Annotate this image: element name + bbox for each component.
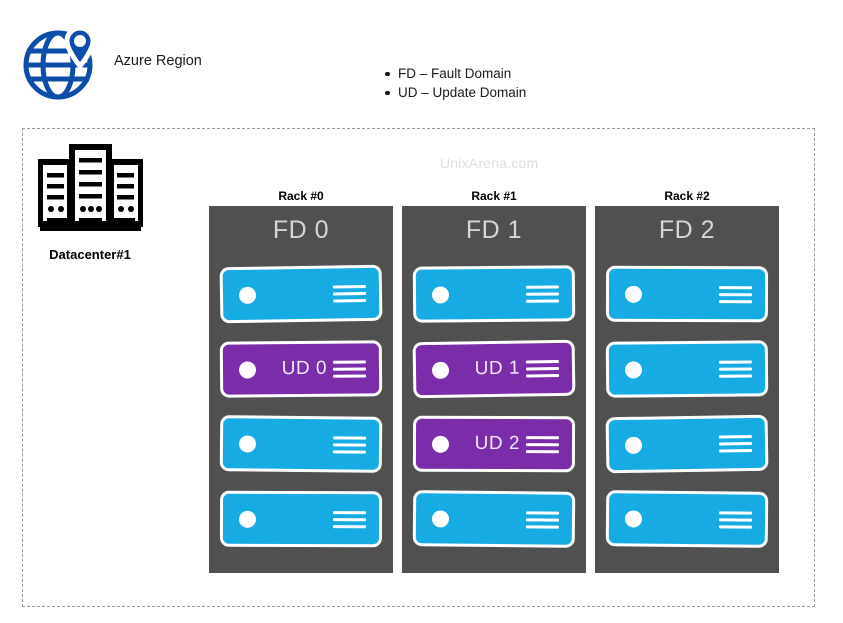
- azure-region-group: Azure Region: [18, 14, 202, 108]
- server-tile[interactable]: UD 1: [412, 339, 576, 399]
- header-region: Azure Region FD – Fault Domain UD – Upda…: [0, 0, 843, 125]
- server-tile[interactable]: [605, 490, 769, 548]
- rack-body-1: FD 1 UD 1 UD 2: [402, 206, 586, 573]
- server-slots-icon: [718, 510, 753, 529]
- racks-area: Rack #0 FD 0 UD 0: [209, 189, 779, 574]
- server-slots-icon: [525, 435, 560, 453]
- server-power-dot-icon: [431, 285, 450, 304]
- rack-column-1[interactable]: Rack #1 FD 1 UD 1 UD 2: [402, 189, 586, 574]
- fault-domain-label-2: FD 2: [658, 216, 716, 244]
- server-slots-icon: [332, 435, 367, 454]
- server-tile[interactable]: UD 2: [412, 415, 576, 473]
- server-tile-label: UD 1: [474, 357, 521, 380]
- server-slots-icon: [332, 359, 367, 378]
- rack-label-1: Rack #1: [471, 189, 517, 203]
- server-tile[interactable]: [605, 414, 769, 474]
- datacenter-servers-icon: [30, 142, 150, 237]
- server-tile[interactable]: [219, 264, 383, 324]
- datacenter-group: Datacenter#1: [30, 142, 150, 262]
- legend-item-ud: UD – Update Domain: [384, 85, 527, 100]
- rack-column-0[interactable]: Rack #0 FD 0 UD 0: [209, 189, 393, 574]
- server-slots-icon: [718, 285, 753, 303]
- azure-region-boundary: [22, 128, 815, 607]
- legend-list: FD – Fault Domain UD – Update Domain: [382, 64, 526, 102]
- server-tile[interactable]: UD 0: [219, 340, 383, 398]
- legend-item-fd: FD – Fault Domain: [384, 64, 526, 83]
- server-slots-icon: [332, 284, 367, 302]
- server-tile[interactable]: [412, 265, 576, 323]
- rack-body-0: FD 0 UD 0: [209, 206, 393, 573]
- rack-servers-1: UD 1 UD 2: [402, 265, 586, 571]
- datacenter-label: Datacenter#1: [49, 247, 131, 262]
- server-tile[interactable]: [219, 415, 383, 473]
- rack-label-2: Rack #2: [664, 189, 710, 203]
- server-slots-icon: [525, 284, 560, 303]
- server-power-dot-icon: [431, 509, 450, 528]
- server-slots-icon: [718, 434, 753, 452]
- fault-domain-label-0: FD 0: [272, 216, 330, 244]
- fault-domain-label-1: FD 1: [465, 216, 523, 244]
- server-power-dot-icon: [624, 285, 643, 303]
- server-tile[interactable]: [412, 490, 576, 548]
- rack-label-0: Rack #0: [278, 189, 324, 203]
- server-power-dot-icon: [624, 436, 643, 454]
- server-power-dot-icon: [624, 509, 643, 528]
- server-power-dot-icon: [238, 286, 257, 304]
- globe-location-pin-icon: [18, 14, 106, 108]
- rack-column-2[interactable]: Rack #2 FD 2: [595, 189, 779, 574]
- rack-servers-2: [595, 265, 779, 571]
- server-tile-label: UD 2: [474, 432, 521, 455]
- server-power-dot-icon: [431, 435, 450, 453]
- server-slots-icon: [332, 510, 367, 528]
- server-power-dot-icon: [624, 360, 643, 379]
- watermark-text: UnixArena.com: [440, 155, 539, 171]
- server-power-dot-icon: [431, 361, 450, 379]
- server-tile-label: UD 0: [281, 357, 328, 380]
- server-slots-icon: [525, 510, 560, 529]
- rack-body-2: FD 2: [595, 206, 779, 573]
- server-power-dot-icon: [238, 510, 257, 528]
- server-slots-icon: [718, 359, 753, 378]
- server-tile[interactable]: [219, 490, 383, 548]
- server-tile[interactable]: [605, 340, 769, 398]
- rack-servers-0: UD 0: [209, 264, 393, 571]
- server-slots-icon: [525, 359, 560, 377]
- azure-region-label: Azure Region: [114, 53, 202, 69]
- server-power-dot-icon: [238, 360, 257, 379]
- server-tile[interactable]: [605, 265, 769, 323]
- server-power-dot-icon: [238, 434, 257, 453]
